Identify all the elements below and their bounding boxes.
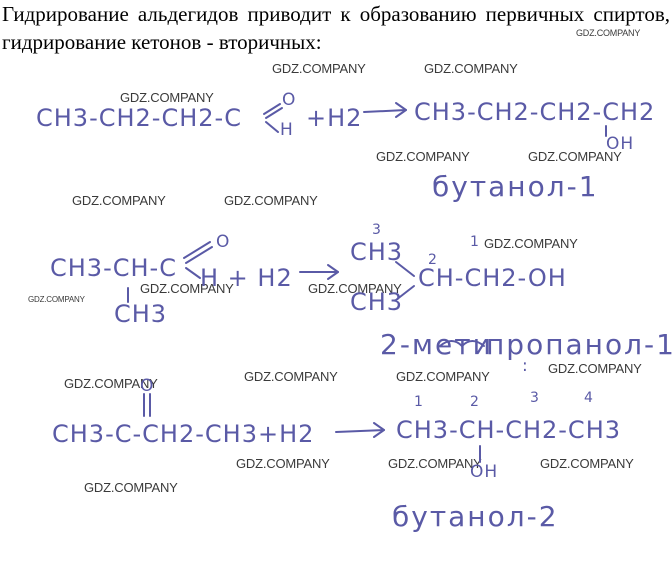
watermark: GDZ.COMPANY [528,149,622,164]
r2-carbon-number-3: 3 [372,222,382,238]
r1-reactant-formula: CH3-CH2-CH2-C [36,104,242,132]
r2-carbon-number-2: 2 [428,252,438,268]
r2-name-scribble [439,340,485,347]
r1-arrow-shaft [363,109,407,113]
r3-arrow-shaft [335,429,385,433]
r3-reactant-formula: CH3-C-CH2-CH3+H2 [52,420,315,448]
r2-reactant-formula: CH3-CH-C [50,254,177,282]
r3-arrow-head [373,422,385,438]
r2-arrow-head [327,264,339,280]
watermark: GDZ.COMPANY [72,193,166,208]
r2-product-name-right: пропанол-1 [486,328,672,361]
r3-product-formula: CH3-CH-CH2-CH3 [396,416,622,444]
r2-aldehyde-oxygen: O [216,232,231,252]
r2-double-bond-stroke [185,246,213,264]
watermark: GDZ.COMPANY [236,456,330,471]
r3-carbon-number-1: 1 [414,394,424,410]
r2-bond-to-h [185,267,201,279]
watermark: GDZ.COMPANY [308,281,402,296]
watermark: GDZ.COMPANY [424,61,518,76]
intro-paragraph: Гидрирование альдегидов приводит к образ… [2,2,670,54]
r2-colon-mark: : [522,356,529,376]
watermark: GDZ.COMPANY [28,295,85,304]
r1-aldehyde-oxygen: O [282,90,297,110]
r2-carbon-number-1: 1 [470,234,480,250]
r3-carbon-number-2: 2 [470,394,480,410]
r1-bond-to-h [265,121,279,133]
watermark: GDZ.COMPANY [120,90,214,105]
watermark: GDZ.COMPANY [140,281,234,296]
r1-arrow-head [395,102,407,118]
watermark: GDZ.COMPANY [388,456,482,471]
r3-product-oh: OH [470,462,499,482]
r1-product-oh: OH [606,134,635,154]
watermark: GDZ.COMPANY [244,369,338,384]
r2-product-name-left: 2-мети [380,328,493,361]
watermark: GDZ.COMPANY [576,28,641,38]
r1-hydrogen-reagent: +H2 [306,104,363,132]
r3-carbon-number-4: 4 [584,390,594,406]
r3-carbon-number-3: 3 [530,390,540,406]
watermark: GDZ.COMPANY [64,376,158,391]
r2-product-chain: CH-CH2-OH [418,264,567,292]
watermark: GDZ.COMPANY [548,361,642,376]
watermark: GDZ.COMPANY [84,480,178,495]
watermark: GDZ.COMPANY [540,456,634,471]
r2-upper-branch-bond [395,261,415,277]
r3-product-name: бутанол-2 [392,500,559,533]
r2-aldehyde-h-plus-h2: H + H2 [200,264,293,292]
r1-aldehyde-hydrogen: H [280,120,294,140]
r1-double-bond-stroke [263,103,281,115]
r1-double-bond-stroke [265,107,283,119]
watermark: GDZ.COMPANY [484,236,578,251]
r2-product-methyl-top: CH3 [350,238,404,266]
r3-ketone-oxygen: O [140,376,155,396]
r1-product-name: бутанол-1 [432,170,599,203]
r2-methyl-branch: CH3 [114,300,168,328]
watermark: GDZ.COMPANY [376,149,470,164]
r1-product-formula: CH3-CH2-CH2-CH2 [414,98,656,126]
watermark: GDZ.COMPANY [224,193,318,208]
r2-lower-branch-bond [395,285,415,301]
r2-product-methyl-bottom: CH3 [350,288,404,316]
watermark: GDZ.COMPANY [272,61,366,76]
r2-double-bond-stroke [183,241,211,259]
watermark: GDZ.COMPANY [396,369,490,384]
